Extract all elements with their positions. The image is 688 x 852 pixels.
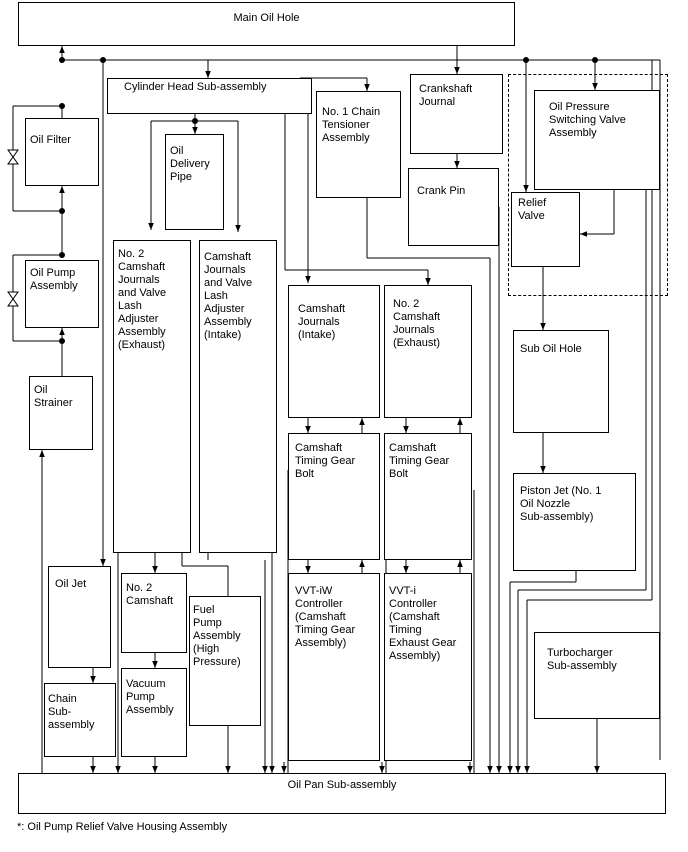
chain-tensioner-box: No. 1 Chain Tensioner Assembly — [316, 91, 401, 198]
oil-filter-label: Oil Filter — [30, 134, 71, 146]
piston-jet-label: Piston Jet (No. 1 Oil Nozzle Sub-assembl… — [520, 485, 602, 523]
relief-valve-housing-group — [508, 74, 668, 296]
chain-subassembly-box: Chain Sub-assembly — [44, 683, 116, 757]
oil-strainer-label: Oil Strainer — [34, 384, 73, 409]
cylinder-head-box: Cylinder Head Sub-assembly — [107, 78, 312, 114]
timing-gear-bolt-2-box: Camshaft Timing Gear Bolt — [384, 433, 472, 560]
oil-pressure-switching-valve-box: Oil Pressure Switching Valve Assembly — [534, 90, 660, 190]
chain-tensioner-label: No. 1 Chain Tensioner Assembly — [322, 106, 381, 144]
main-oil-hole-box: Main Oil Hole — [18, 2, 515, 46]
oil-jet-box: Oil Jet — [48, 566, 111, 668]
no2-camshaft-journals-exhaust-lash-box: No. 2 Camshaft Journals and Valve Lash A… — [113, 240, 191, 553]
piston-jet-box: Piston Jet (No. 1 Oil Nozzle Sub-assembl… — [513, 473, 636, 571]
vvt-iw-label: VVT-iW Controller (Camshaft Timing Gear … — [295, 585, 356, 649]
vacuum-pump-label: Vacuum Pump Assembly — [126, 678, 174, 716]
main-oil-hole-label: Main Oil Hole — [233, 12, 300, 24]
chain-subassembly-label: Chain Sub-assembly — [48, 693, 95, 731]
timing-gear-bolt-1-box: Camshaft Timing Gear Bolt — [288, 433, 380, 560]
no2-camshaft-journals-exhaust-label: No. 2 Camshaft Journals (Exhaust) — [393, 298, 441, 349]
crankshaft-journal-label: Crankshaft Journal — [419, 83, 473, 108]
vvt-iw-box: VVT-iW Controller (Camshaft Timing Gear … — [288, 573, 380, 761]
relief-valve-box: Relief Valve — [511, 192, 580, 267]
sub-oil-hole-label: Sub Oil Hole — [520, 343, 582, 355]
camshaft-journals-intake-box: Camshaft Journals (Intake) — [288, 285, 380, 418]
oil-pan-box: Oil Pan Sub-assembly — [18, 773, 666, 814]
oil-pump-box: Oil Pump Assembly — [25, 260, 99, 328]
oil-pressure-switching-valve-label: Oil Pressure Switching Valve Assembly — [549, 101, 626, 139]
timing-gear-bolt-1-label: Camshaft Timing Gear Bolt — [295, 442, 356, 480]
cylinder-head-label: Cylinder Head Sub-assembly — [124, 81, 267, 93]
no2-camshaft-box: No. 2 Camshaft — [121, 573, 187, 653]
camshaft-journals-intake-label: Camshaft Journals (Intake) — [298, 303, 346, 341]
footnote: *: Oil Pump Relief Valve Housing Assembl… — [17, 821, 228, 833]
oil-delivery-pipe-box: Oil Delivery Pipe — [165, 134, 224, 230]
oil-filter-box: Oil Filter — [25, 118, 99, 186]
camshaft-journals-intake-lash-box: Camshaft Journals and Valve Lash Adjuste… — [199, 240, 277, 553]
no2-camshaft-label: No. 2 Camshaft — [126, 582, 174, 607]
relief-valve-label: Relief Valve — [518, 197, 547, 222]
oil-jet-label: Oil Jet — [55, 578, 87, 590]
oil-delivery-pipe-label: Oil Delivery Pipe — [170, 145, 210, 183]
vacuum-pump-box: Vacuum Pump Assembly — [121, 668, 187, 757]
vvt-i-box: VVT-i Controller (Camshaft Timing Exhaus… — [384, 573, 472, 761]
no2-camshaft-journals-exhaust-lash-label: No. 2 Camshaft Journals and Valve Lash A… — [118, 248, 167, 351]
fuel-pump-box: Fuel Pump Assembly (High Pressure) — [189, 596, 261, 726]
timing-gear-bolt-2-label: Camshaft Timing Gear Bolt — [389, 442, 450, 480]
oil-strainer-box: Oil Strainer — [29, 376, 93, 450]
sub-oil-hole-box: Sub Oil Hole — [513, 330, 609, 433]
crank-pin-box: Crank Pin — [408, 168, 499, 246]
oil-pan-label: Oil Pan Sub-assembly — [287, 779, 397, 791]
camshaft-journals-intake-lash-label: Camshaft Journals and Valve Lash Adjuste… — [204, 251, 253, 341]
oil-pump-label: Oil Pump Assembly — [30, 267, 78, 292]
fuel-pump-label: Fuel Pump Assembly (High Pressure) — [193, 604, 241, 668]
turbocharger-box: Turbocharger Sub-assembly — [534, 632, 660, 719]
turbocharger-label: Turbocharger Sub-assembly — [547, 647, 617, 672]
crank-pin-label: Crank Pin — [417, 185, 466, 197]
no2-camshaft-journals-exhaust-box: No. 2 Camshaft Journals (Exhaust) — [384, 285, 472, 418]
vvt-i-label: VVT-i Controller (Camshaft Timing Exhaus… — [389, 585, 457, 662]
crankshaft-journal-box: Crankshaft Journal — [410, 74, 503, 154]
